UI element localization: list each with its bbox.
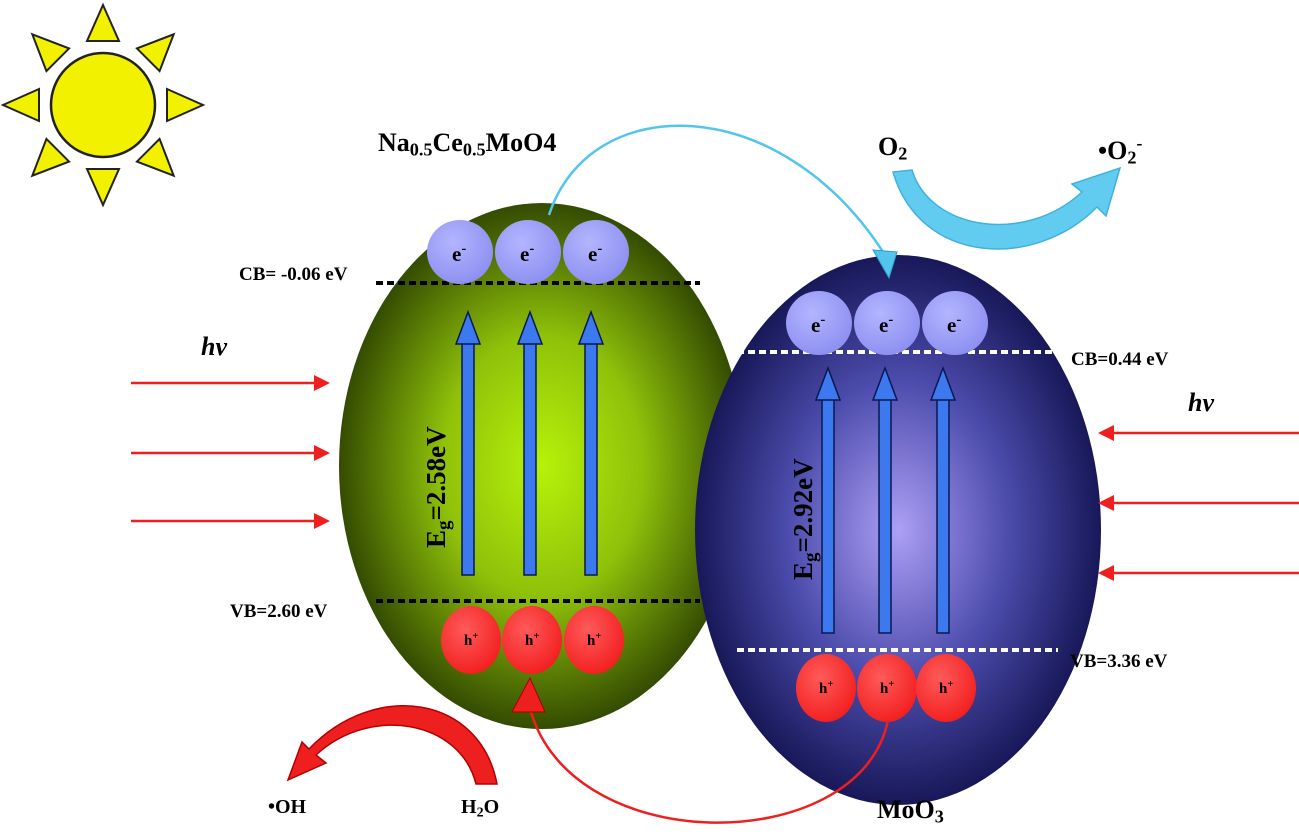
light-arrowhead [1098,425,1114,441]
hole [564,606,624,674]
left-vb-label: VB=2.60 eV [230,601,328,622]
electron-transfer-arrowhead [872,249,898,280]
hole-label: h+ [939,679,954,697]
hydroxyl-label: •OH [268,796,307,818]
sun-ray [0,87,40,123]
superoxide-label: •O2- [1098,133,1143,168]
light-label-left: hv [201,332,227,361]
right-cb-label: CB=0.44 eV [1071,349,1169,370]
excitation-arrowhead [516,309,544,345]
sun-ray [85,2,121,42]
excitation-arrow [878,397,892,634]
hole-label: h+ [819,679,834,697]
electron [922,291,988,355]
hole [916,654,976,722]
hole-transfer-arrowhead [511,676,546,713]
sun-ray [85,168,121,208]
hole-label: h+ [464,631,479,649]
electron-transfer-arrow [547,124,887,256]
right-material-label: MoO3 [877,795,944,827]
sun-ray [135,32,176,73]
electron [563,220,629,284]
electron-label: e- [452,241,467,267]
excitation-arrow [584,341,598,576]
electron-label: e- [520,241,535,267]
sun-ray [135,137,176,178]
light-label-right: hv [1188,388,1214,417]
left-cb-label: CB= -0.06 eV [239,264,348,285]
electron [495,220,561,284]
water-label: H2O [461,796,500,821]
water-oxidation-arrow [286,705,498,785]
excitation-arrowhead [871,365,899,401]
light-arrowhead [1098,565,1114,581]
electron-label: e- [947,312,962,338]
right-bandgap-label: Eg=2.92eV [788,458,822,580]
sun-ray [166,87,206,123]
excitation-arrow [936,397,950,634]
light-arrowhead [314,513,330,529]
sun-icon [0,2,206,208]
left-particle [339,203,745,729]
electron-label: e- [588,241,603,267]
sun-ray [30,137,71,178]
electron-label: e- [879,312,894,338]
light-arrowhead [1098,495,1114,511]
hole-label: h+ [880,679,895,697]
electron [786,291,852,355]
hole-label: h+ [525,631,540,649]
hole [796,654,856,722]
left-material-label: Na0.5Ce0.5MoO4 [378,128,557,160]
hole-label: h+ [587,631,602,649]
right-vb-label: VB=3.36 eV [1070,651,1168,672]
excitation-arrowhead [577,309,605,345]
hole [857,654,917,722]
electron [854,291,920,355]
oxygen-reduction-arrow [892,166,1122,250]
excitation-arrowhead [454,309,482,345]
excitation-arrow [821,397,835,634]
electron [427,220,493,284]
excitation-arrowhead [929,365,957,401]
hole [441,606,501,674]
right-particle [695,255,1101,805]
hole-transfer-arrow [526,699,890,824]
excitation-arrow [461,341,475,576]
hole [502,606,562,674]
light-arrowhead [314,375,330,391]
sun-ray [30,32,71,73]
excitation-arrowhead [814,365,842,401]
oxygen-label: O2 [878,132,908,164]
light-arrowhead [314,445,330,461]
electron-label: e- [811,312,826,338]
excitation-arrow [523,341,537,576]
left-bandgap-label: Eg=2.58eV [421,426,455,548]
